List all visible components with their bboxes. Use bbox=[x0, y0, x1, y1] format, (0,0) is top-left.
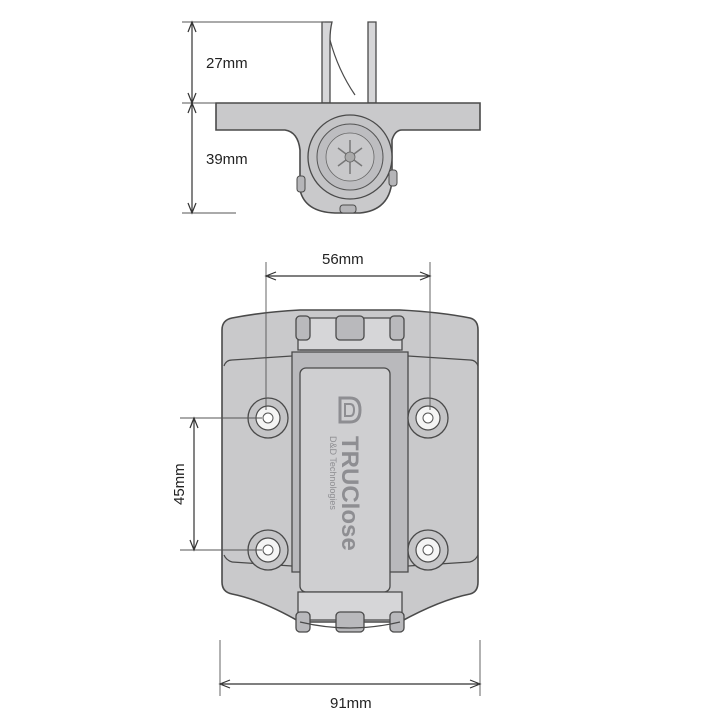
top-view: 27mm 39mm bbox=[182, 20, 481, 215]
gate-leaf-right bbox=[367, 21, 377, 104]
screw-hole-top-right bbox=[407, 397, 449, 439]
knuckle-tab-left bbox=[296, 175, 306, 193]
knuckle-tab-right bbox=[388, 169, 398, 187]
brand-subtitle: D&D Technologies bbox=[328, 436, 338, 510]
knuckle-tab-bottom bbox=[339, 204, 357, 214]
dd-logo bbox=[338, 396, 362, 424]
leaf-curve bbox=[329, 39, 356, 96]
front-view: TRUClose D&D Technologies 56mm 45mm 91mm bbox=[171, 251, 482, 712]
dim-label-56: 56mm bbox=[322, 251, 364, 268]
top-knuckle bbox=[295, 315, 405, 351]
screw-hole-bottom-left bbox=[247, 529, 289, 571]
brand-name: TRUClose bbox=[336, 436, 363, 551]
gate-leaf bbox=[321, 21, 333, 104]
screw-hole-bottom-right bbox=[407, 529, 449, 571]
dim-label-39: 39mm bbox=[206, 151, 248, 168]
bottom-knuckle bbox=[295, 591, 405, 633]
dim-label-45: 45mm bbox=[171, 463, 188, 505]
dim-label-91: 91mm bbox=[330, 695, 372, 712]
cap-center bbox=[344, 151, 356, 163]
dim-label-27: 27mm bbox=[206, 55, 248, 72]
